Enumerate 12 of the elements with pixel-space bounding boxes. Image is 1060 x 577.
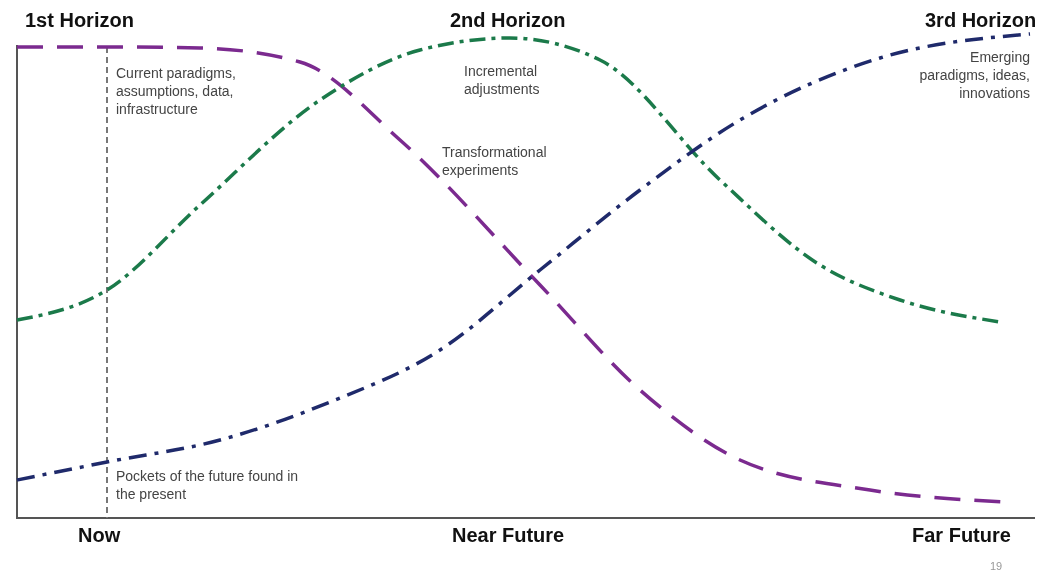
page-number: 19 [990, 559, 1003, 574]
axis-label: Far Future [912, 523, 1011, 547]
annotation: Current paradigms, assumptions, data, infrastructure [116, 64, 237, 118]
axis-label: Near Future [452, 523, 565, 547]
horizon-heading: 2nd Horizon [450, 8, 566, 32]
horizon-heading: 3rd Horizon [925, 8, 1037, 32]
axis-label: Now [78, 523, 121, 547]
annotation: Incremental adjustments [464, 62, 541, 98]
annotation: Transformational experiments [442, 143, 548, 179]
annotation: Pockets of the future found in the present [116, 467, 300, 503]
annotation: Emerging paradigms, ideas, innovations [918, 48, 1030, 102]
horizon-heading: 1st Horizon [25, 8, 134, 32]
